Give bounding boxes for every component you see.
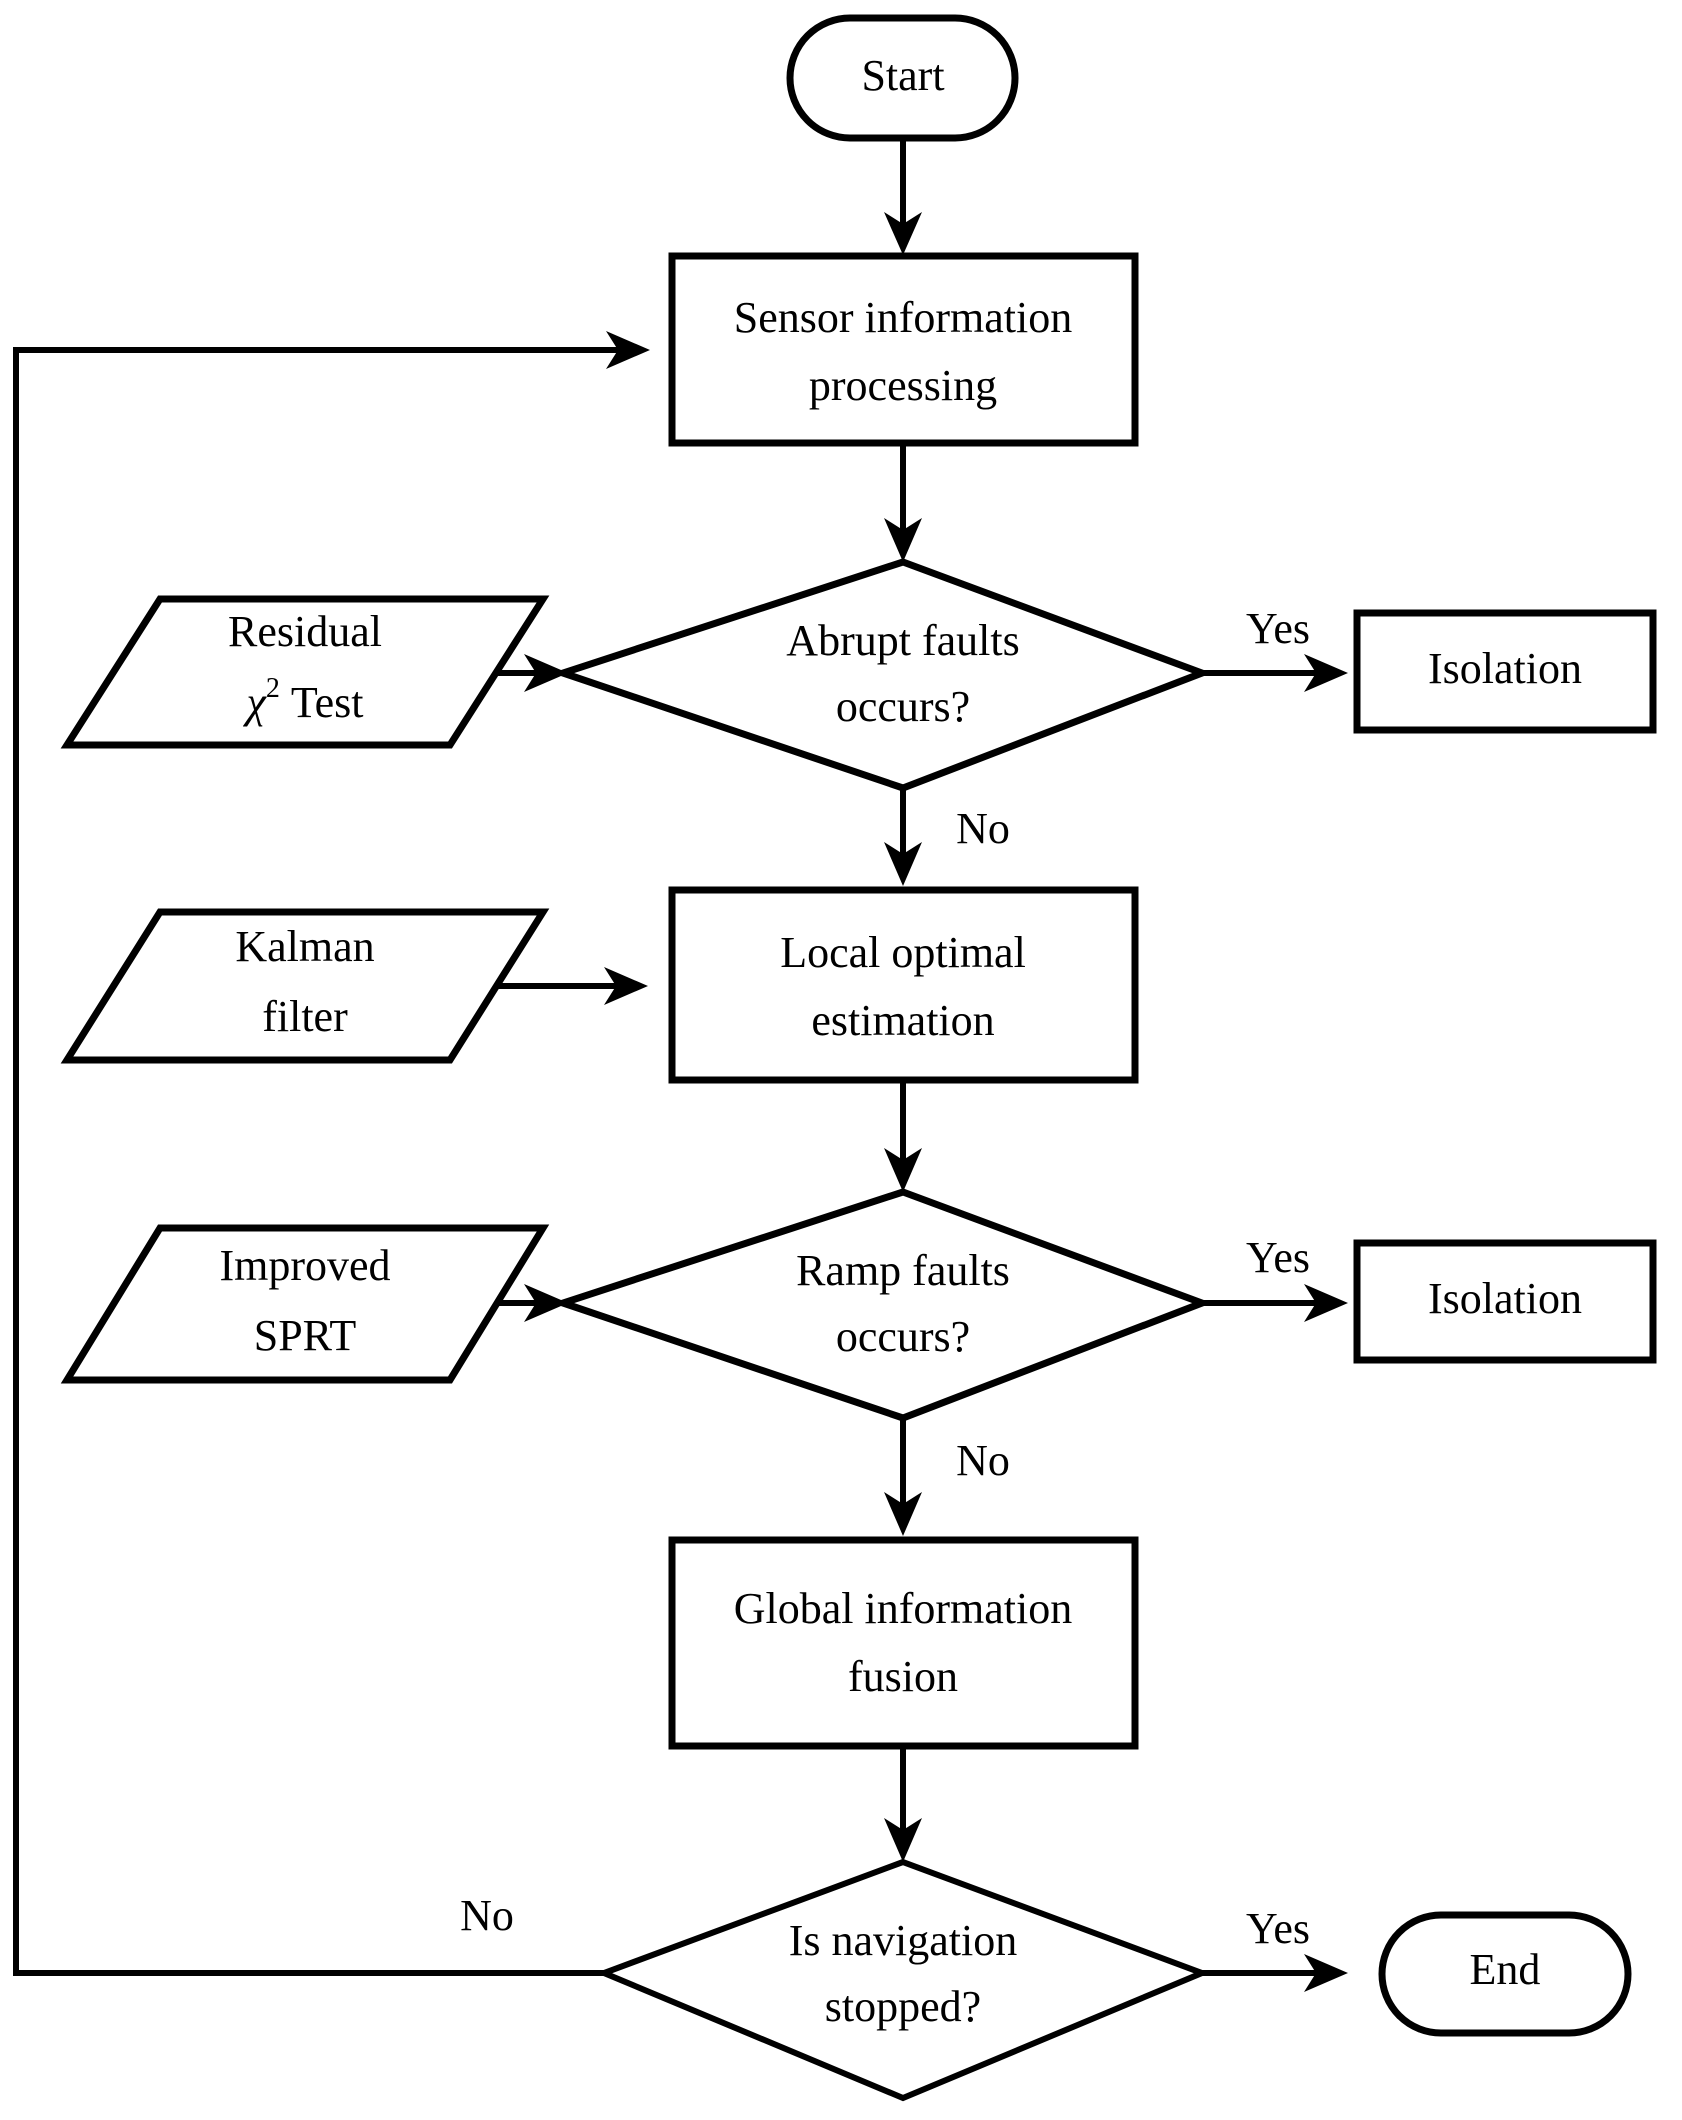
node-sensor-information-processing[interactable]: Sensor information processing	[668, 252, 1139, 447]
edge-sensorproc-to-abrupt	[884, 443, 922, 562]
chi-symbol: χ	[242, 678, 267, 727]
edge-label-navstop-no: No	[460, 1891, 514, 1940]
node-local-optimal-estimation[interactable]: Local optimal estimation	[668, 886, 1139, 1084]
edge-residual-to-abrupt	[494, 654, 568, 692]
node-ramp-label-line1: Ramp faults	[796, 1246, 1010, 1295]
node-kalman-label-line1: Kalman	[235, 922, 374, 971]
node-fusion-label-line1: Global information	[734, 1584, 1073, 1633]
node-start[interactable]: Start	[786, 14, 1019, 142]
node-abrupt-label-line1: Abrupt faults	[786, 616, 1019, 665]
node-ramp-faults-decision[interactable]: Ramp faults occurs?	[551, 1188, 1212, 1422]
node-navstop-label-line1: Is navigation	[789, 1916, 1018, 1965]
node-sensorproc-label-line2: processing	[809, 361, 997, 410]
node-localopt-label-line2: estimation	[811, 996, 994, 1045]
node-kalman-filter[interactable]: Kalman filter	[60, 908, 550, 1064]
node-residual-label-line1: Residual	[228, 607, 382, 656]
edge-ramp-no-to-fusion	[884, 1418, 922, 1536]
edge-label-ramp-yes: Yes	[1246, 1233, 1310, 1282]
edge-label-abrupt-no: No	[956, 804, 1010, 853]
edge-abrupt-yes-to-isolation1	[1202, 654, 1348, 692]
node-isolation2-label: Isolation	[1428, 1274, 1582, 1323]
node-isolation1-label: Isolation	[1428, 644, 1582, 693]
node-sprt-label-line2: SPRT	[254, 1311, 357, 1360]
edge-label-ramp-no: No	[956, 1436, 1010, 1485]
edge-localopt-to-ramp	[884, 1080, 922, 1192]
edge-kalman-to-localopt	[494, 967, 648, 1005]
node-navstop-label-line2: stopped?	[825, 1982, 981, 2031]
node-abrupt-faults-decision[interactable]: Abrupt faults occurs?	[551, 558, 1212, 792]
superscript-two: 2	[266, 673, 280, 704]
node-global-information-fusion[interactable]: Global information fusion	[668, 1536, 1139, 1750]
edge-fusion-to-navstop	[884, 1746, 922, 1862]
node-localopt-label-line1: Local optimal	[780, 928, 1026, 977]
edge-label-navstop-yes: Yes	[1246, 1904, 1310, 1953]
node-end[interactable]: End	[1378, 1911, 1632, 2037]
node-start-label: Start	[861, 51, 944, 100]
node-navigation-stopped-decision[interactable]: Is navigation stopped?	[595, 1858, 1211, 2102]
node-residual-chi-square-test[interactable]: Residual χ2 Test	[60, 595, 550, 749]
edge-start-to-sensorproc	[884, 137, 922, 255]
node-improved-sprt[interactable]: Improved SPRT	[60, 1224, 550, 1384]
node-fusion-label-line2: fusion	[848, 1652, 958, 1701]
node-sprt-label-line1: Improved	[219, 1241, 390, 1290]
edge-navstop-no-feedback	[13, 331, 650, 1976]
node-abrupt-label-line2: occurs?	[836, 682, 970, 731]
edge-ramp-yes-to-isolation2	[1202, 1284, 1348, 1322]
node-sensorproc-label-line1: Sensor information	[734, 293, 1073, 342]
node-ramp-label-line2: occurs?	[836, 1312, 970, 1361]
edge-navstop-yes-to-end	[1202, 1954, 1348, 1992]
node-residual-label-line2: χ2 Test	[242, 673, 363, 727]
node-end-label: End	[1470, 1945, 1541, 1994]
node-isolation-ramp[interactable]: Isolation	[1353, 1239, 1657, 1364]
node-isolation-abrupt[interactable]: Isolation	[1353, 609, 1657, 734]
node-kalman-label-line2: filter	[262, 992, 348, 1041]
edge-abrupt-no-to-localopt	[884, 788, 922, 886]
edge-sprt-to-ramp	[494, 1284, 568, 1322]
edge-label-abrupt-yes: Yes	[1246, 604, 1310, 653]
